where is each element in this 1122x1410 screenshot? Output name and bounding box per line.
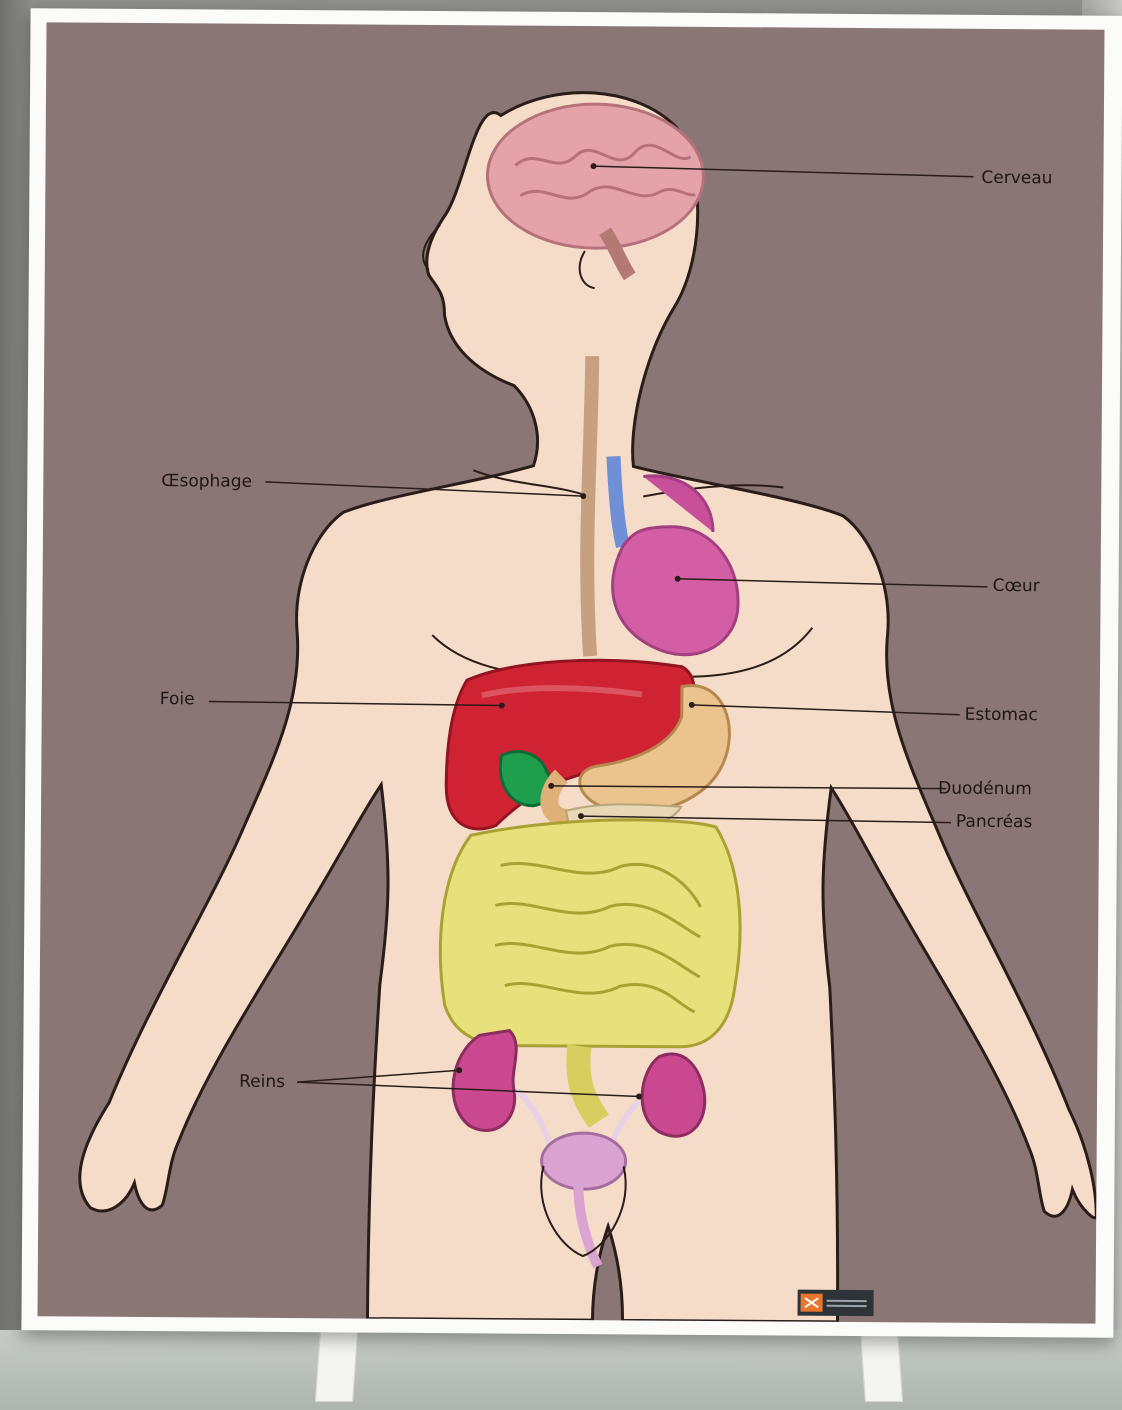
label-duodenum: Duodénum [938,779,1032,800]
anatomy-illustration [37,22,1104,1323]
label-kidneys: Reins [239,1072,285,1092]
publisher-logo-text [827,1299,867,1306]
label-heart: Cœur [993,576,1040,596]
poster-panel: Cerveau Œsophage Cœur Foie Estomac Duodé… [37,22,1104,1323]
publisher-logo [798,1290,874,1317]
bladder [541,1133,625,1190]
label-pancreas: Pancréas [956,812,1033,833]
label-liver: Foie [160,689,195,709]
kidney-right [642,1054,705,1137]
anatomy-poster: Cerveau Œsophage Cœur Foie Estomac Duodé… [21,8,1122,1338]
label-brain: Cerveau [981,168,1052,188]
floor [0,1330,1122,1410]
publisher-logo-icon [801,1294,823,1312]
brain [487,103,704,249]
label-stomach: Estomac [965,705,1038,726]
label-esophagus: Œsophage [161,471,252,492]
esophagus [587,356,593,656]
